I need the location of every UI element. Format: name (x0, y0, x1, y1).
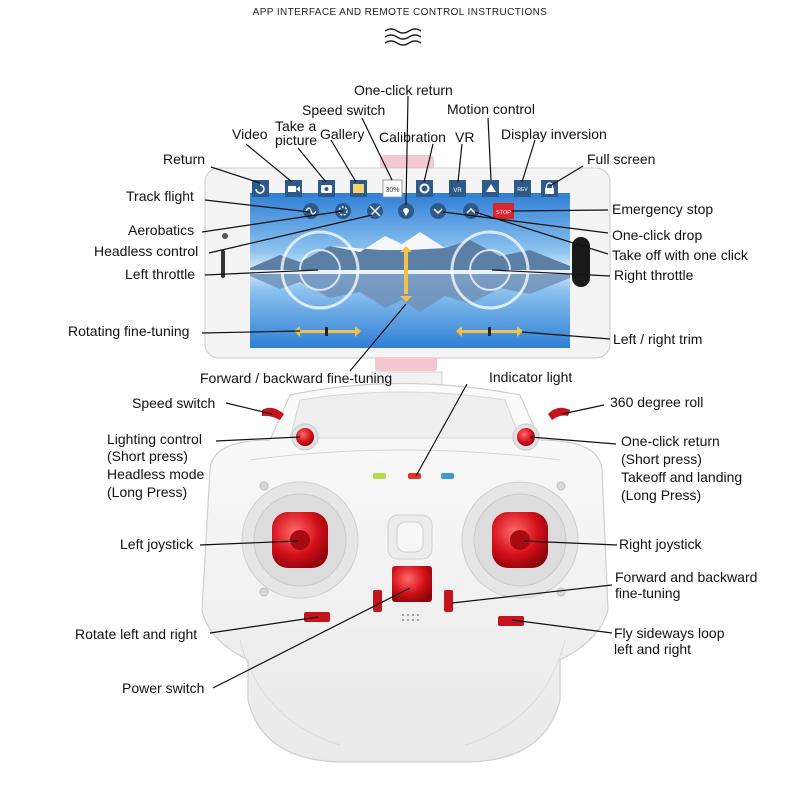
vr-icon-text: VR (453, 188, 462, 194)
emergency-stop-icon[interactable]: STOP (493, 203, 514, 219)
return-takeoff-button[interactable] (512, 423, 540, 451)
leader-lines (199, 95, 618, 689)
speed-switch-shoulder-button[interactable] (262, 407, 284, 420)
label-fly-sideways-1: Fly sideways loop (614, 625, 725, 641)
label-display-inversion: Display inversion (501, 126, 607, 142)
label-headless-mode: Headless mode (107, 466, 205, 482)
label-lighting-short-press: (Short press) (107, 448, 188, 464)
label-right-joystick: Right joystick (619, 536, 702, 552)
label-lighting-control: Lighting control (107, 431, 202, 447)
label-speed-switch-rc: Speed switch (132, 395, 216, 411)
speed-switch-icon[interactable]: 30% (382, 179, 403, 198)
screws (259, 481, 566, 597)
right-throttle-ring (450, 230, 530, 310)
speed-value: 30% (385, 187, 399, 194)
label-forward-backward-rc-1: Forward and backward (615, 569, 758, 585)
left-right-trim-bar (456, 326, 523, 337)
remote-controller (201, 371, 609, 763)
label-one-click-return-rc: One-click return (621, 433, 720, 449)
label-forward-backward-rc-2: fine-tuning (615, 585, 681, 601)
label-speed-switch-app: Speed switch (302, 102, 386, 118)
label-forward-backward-fine-tuning-app: Forward / backward fine-tuning (200, 370, 393, 386)
lighting-headless-button[interactable] (291, 423, 319, 451)
label-calibration: Calibration (379, 129, 446, 145)
page-title: APP INTERFACE AND REMOTE CONTROL INSTRUC… (252, 7, 548, 18)
label-take-off-one-click: Take off with one click (612, 247, 748, 263)
label-return: Return (163, 151, 206, 167)
label-indicator-light: Indicator light (489, 369, 573, 385)
label-emergency-stop: Emergency stop (612, 201, 714, 217)
left-joystick[interactable] (241, 481, 359, 599)
speaker-grille (402, 614, 419, 621)
phone: 30% VR REV (204, 155, 611, 371)
calibration-gear-icon[interactable] (416, 180, 433, 197)
label-left-joystick: Left joystick (120, 536, 194, 552)
right-joystick[interactable] (461, 481, 579, 599)
phone-holder-clip (387, 514, 433, 560)
label-headless-control: Headless control (94, 243, 199, 259)
label-video: Video (232, 126, 268, 142)
label-left-right-trim: Left / right trim (613, 331, 703, 347)
label-rotating-fine-tuning: Rotating fine-tuning (68, 323, 190, 339)
rev-icon-text: REV (517, 187, 528, 193)
headless-control-icon[interactable] (367, 203, 383, 219)
label-takeoff-and-landing: Takeoff and landing (621, 469, 743, 485)
gallery-icon[interactable] (350, 180, 367, 197)
one-click-drop-icon[interactable] (430, 203, 446, 219)
label-aerobatics: Aerobatics (128, 222, 195, 238)
label-one-click-return-app: One-click return (354, 82, 453, 98)
one-click-return-pin-icon[interactable] (398, 203, 414, 219)
label-fly-sideways-2: left and right (614, 641, 692, 657)
label-return-short-press: (Short press) (621, 451, 702, 467)
label-motion-control: Motion control (447, 101, 535, 117)
rotating-trim-switch[interactable] (373, 590, 382, 612)
label-rotate-left-right: Rotate left and right (75, 626, 198, 642)
label-one-click-drop: One-click drop (612, 227, 703, 243)
forward-backward-trim-switch[interactable] (444, 590, 453, 612)
display-inversion-icon[interactable]: REV (514, 180, 531, 197)
vr-icon[interactable]: VR (449, 180, 466, 197)
fly-sideways-switch[interactable] (498, 616, 524, 626)
label-takeoff-long-press: (Long Press) (621, 487, 702, 503)
camera-icon[interactable] (318, 180, 335, 197)
wave-icon (384, 28, 422, 46)
label-vr: VR (455, 129, 475, 145)
label-full-screen: Full screen (587, 151, 656, 167)
label-360-degree-roll: 360 degree roll (610, 394, 704, 410)
roll-360-shoulder-button[interactable] (548, 407, 570, 420)
motion-control-icon[interactable] (482, 180, 499, 197)
return-icon[interactable] (252, 180, 269, 197)
power-switch[interactable] (392, 566, 432, 602)
label-right-throttle: Right throttle (614, 267, 694, 283)
label-take-a-picture-1: Take a (275, 118, 317, 134)
label-left-throttle: Left throttle (125, 266, 196, 282)
label-gallery: Gallery (320, 126, 365, 142)
left-throttle-ring (280, 230, 360, 310)
indicator-lights (373, 473, 454, 479)
label-headless-long-press: (Long Press) (107, 484, 188, 500)
forward-backward-trim-bar (400, 246, 412, 302)
label-track-flight: Track flight (126, 188, 194, 204)
video-icon[interactable] (285, 180, 302, 197)
stop-icon-text: STOP (496, 210, 511, 216)
label-power-switch: Power switch (122, 680, 205, 696)
label-take-a-picture-2: picture (275, 132, 318, 148)
